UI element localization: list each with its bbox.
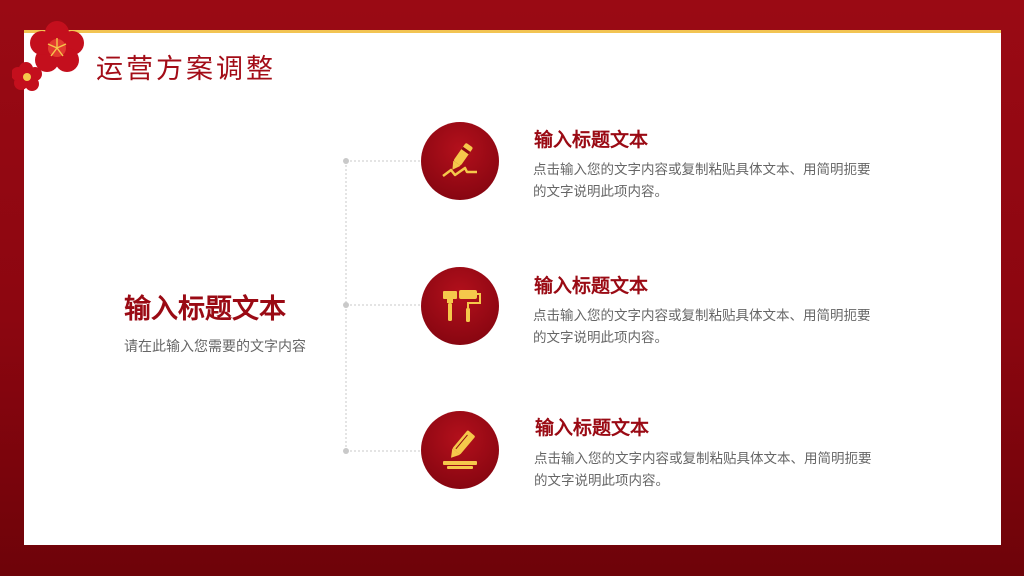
pencil-icon: [443, 430, 477, 469]
pen-writing-icon: [442, 143, 477, 177]
item-title: 输入标题文本: [535, 417, 650, 439]
item-description: 点击输入您的文字内容或复制粘贴具体文本、用简明扼要的文字说明此项内容。: [533, 308, 871, 346]
item-icon-badge: [421, 267, 499, 345]
slide-canvas: 运营方案调整 输入标题文本 请在此输入您需要的文字内容 输入标题文本 点击输入您…: [12, 21, 1001, 545]
item-icon-badge: [421, 122, 499, 200]
main-subtitle: 请在此输入您需要的文字内容: [124, 339, 306, 355]
page-title: 运营方案调整: [96, 54, 276, 85]
item-icon-badge: [421, 411, 499, 489]
bracket-connector: [343, 158, 422, 454]
paint-brush-roller-icon: [443, 290, 481, 322]
main-heading: 输入标题文本: [124, 294, 286, 325]
item-description: 点击输入您的文字内容或复制粘贴具体文本、用简明扼要的文字说明此项内容。: [534, 451, 872, 489]
item-description: 点击输入您的文字内容或复制粘贴具体文本、用简明扼要的文字说明此项内容。: [533, 162, 871, 200]
item-title: 输入标题文本: [534, 129, 649, 151]
plum-blossom-icon: [12, 21, 84, 91]
item-title: 输入标题文本: [534, 275, 649, 297]
